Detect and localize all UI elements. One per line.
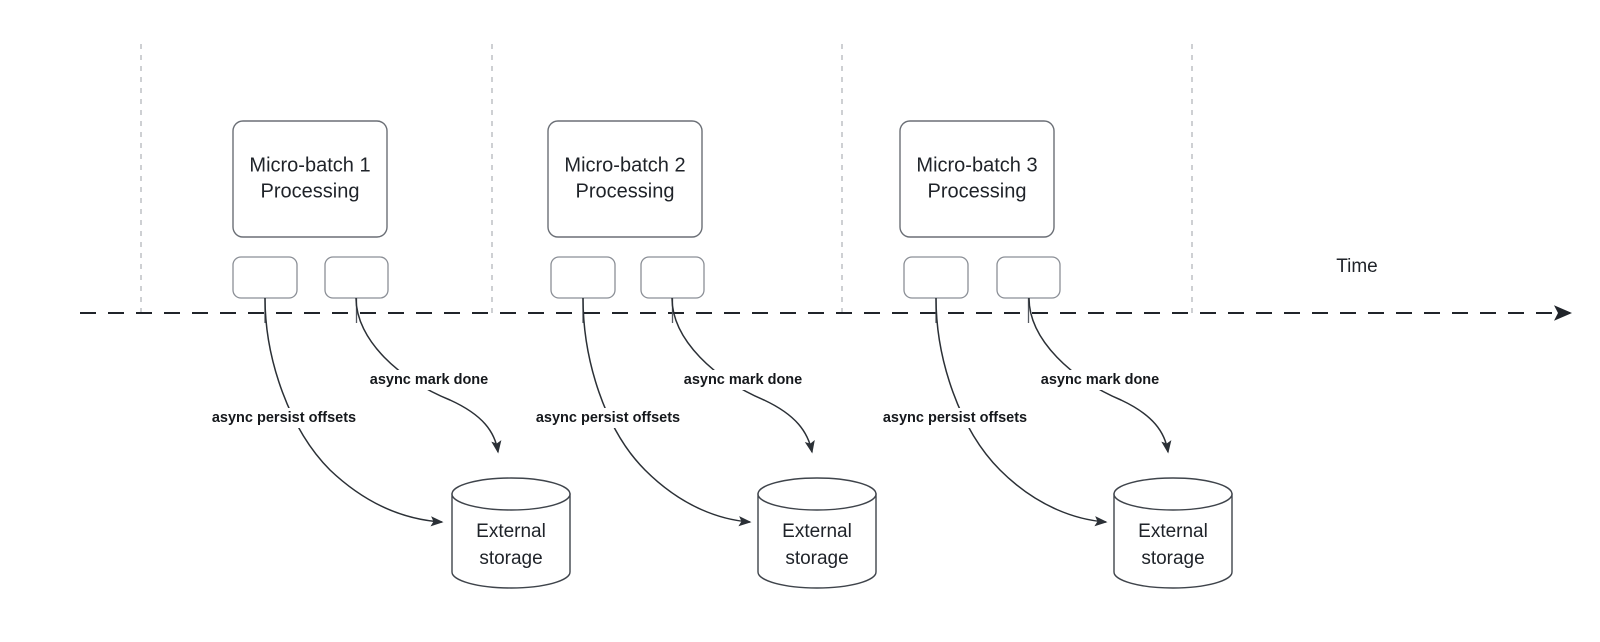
- external-storage-label-line2: storage: [785, 548, 848, 569]
- micro-batch-box[interactable]: [899, 120, 1055, 238]
- mark-done-task-box[interactable]: [640, 256, 705, 299]
- async-persist-offsets-label: async persist offsets: [883, 410, 1027, 426]
- async-persist-offsets-label-backdrop: [867, 408, 1043, 428]
- micro-batch-box[interactable]: [547, 120, 703, 238]
- mark-done-task-box[interactable]: [324, 256, 389, 299]
- async-persist-offsets-label-backdrop: [196, 408, 372, 428]
- async-mark-done-edge: [671, 297, 815, 454]
- micro-batch-groups: Micro-batch 1ProcessingExternalstorageMi…: [196, 120, 1233, 589]
- external-storage-cylinder-body[interactable]: [1113, 493, 1233, 589]
- persist-offsets-task-box[interactable]: [550, 256, 616, 299]
- async-persist-offsets-edge: [264, 297, 444, 527]
- async-mark-done-label: async mark done: [1041, 372, 1159, 388]
- micro-batch-label-line2: Processing: [261, 180, 360, 202]
- external-storage-cylinder-top: [451, 477, 571, 511]
- external-storage-cylinder-top: [1113, 477, 1233, 511]
- async-mark-done-label-backdrop: [678, 370, 808, 390]
- external-storage-cylinder-body[interactable]: [451, 493, 571, 589]
- async-mark-done-label-backdrop: [364, 370, 494, 390]
- async-mark-done-edge: [1028, 297, 1172, 454]
- micro-batch-label-line1: Micro-batch 2: [564, 154, 685, 176]
- timeline-tick-lines: [140, 44, 1193, 318]
- external-storage-cylinder-body[interactable]: [757, 493, 877, 589]
- external-storage-label-line1: External: [476, 521, 546, 542]
- async-persist-offsets-label-backdrop: [520, 408, 696, 428]
- external-storage-label-line2: storage: [1141, 548, 1204, 569]
- time-axis-label: Time: [1336, 256, 1378, 277]
- external-storage-label-line2: storage: [479, 548, 542, 569]
- async-mark-done-edge: [355, 297, 502, 454]
- async-mark-done-label: async mark done: [370, 372, 488, 388]
- async-mark-done-label: async mark done: [684, 372, 802, 388]
- external-storage-label-line1: External: [782, 521, 852, 542]
- external-storage-label-line1: External: [1138, 521, 1208, 542]
- async-persist-offsets-edge: [582, 297, 752, 527]
- micro-batch-label-line1: Micro-batch 1: [249, 154, 370, 176]
- persist-offsets-task-box[interactable]: [903, 256, 969, 299]
- async-persist-offsets-label: async persist offsets: [536, 410, 680, 426]
- async-persist-offsets-label: async persist offsets: [212, 410, 356, 426]
- micro-batch-box[interactable]: [232, 120, 388, 238]
- external-storage-cylinder-top: [757, 477, 877, 511]
- async-persist-offsets-edge: [935, 297, 1108, 527]
- micro-batch-label-line2: Processing: [576, 180, 675, 202]
- async-mark-done-label-backdrop: [1035, 370, 1165, 390]
- micro-batch-label-line2: Processing: [928, 180, 1027, 202]
- persist-offsets-task-box[interactable]: [232, 256, 298, 299]
- micro-batch-label-line1: Micro-batch 3: [916, 154, 1037, 176]
- mark-done-task-box[interactable]: [996, 256, 1061, 299]
